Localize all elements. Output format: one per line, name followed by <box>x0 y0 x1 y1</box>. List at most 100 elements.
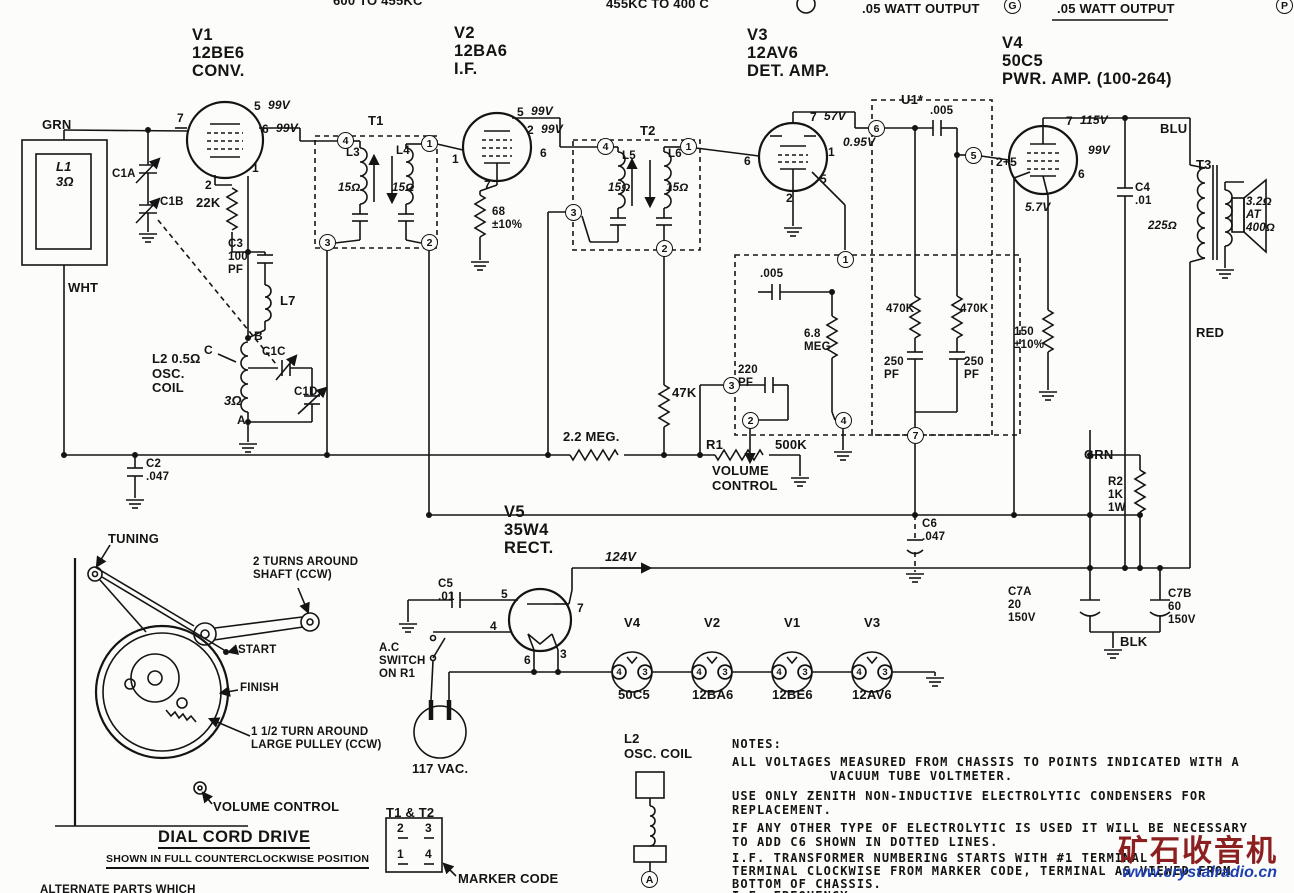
note-voltages-2: VACUUM TUBE VOLTMETER. <box>830 769 1014 783</box>
osc-tap-a-label: A <box>237 413 246 427</box>
t1-winding-b-ohms: 15Ω <box>392 182 415 194</box>
v3-grid-voltage: 0.95V <box>843 135 876 149</box>
v2-title: V2 12BA6 I.F. <box>454 24 508 79</box>
v3-pin7-label: 7 <box>810 110 817 124</box>
heater-name-12ba6: 12BA6 <box>692 687 734 702</box>
l1-label: L1 <box>56 159 72 174</box>
dial-cord-title: DIAL CORD DRIVE <box>158 828 311 850</box>
speaker-impedance-label: 3.2Ω AT 400Ω <box>1246 196 1275 234</box>
socket-v1-pin4: 4 <box>772 665 786 679</box>
t2-winding-b-ohms: 15Ω <box>666 182 689 194</box>
t1-label: T1 <box>368 113 384 128</box>
r470a-label: 470K <box>886 303 915 315</box>
v4-pin7-label: 7 <box>1066 114 1073 128</box>
notes-title: NOTES: <box>732 737 782 751</box>
marker-a-terminal: A <box>641 871 658 888</box>
marker-code-box <box>385 817 457 877</box>
u1-coupling-unit <box>871 99 1010 572</box>
v2-tube <box>461 111 597 260</box>
ac-switch-label: A.C SWITCH ON R1 <box>379 642 426 680</box>
c7a-label: C7A 20 150V <box>1008 586 1036 624</box>
grn-wire-label: GRN <box>42 117 72 132</box>
t2-winding-a-ohms: 15Ω <box>608 182 631 194</box>
t3-primary-ohms: 225Ω <box>1148 220 1177 232</box>
note-voltages-1: ALL VOLTAGES MEASURED FROM CHASSIS TO PO… <box>732 755 1240 769</box>
det-terminal-4: 4 <box>835 412 852 429</box>
alternate-parts-cut-label: ALTERNATE PARTS WHICH <box>40 884 196 893</box>
v5-pin6-label: 6 <box>524 653 531 667</box>
if-range-label: 600 TO 455KC <box>333 0 423 8</box>
output-transformer-speaker <box>1189 164 1267 568</box>
v1-title: V1 12BE6 CONV. <box>192 26 245 81</box>
det-r68meg-label: 6.8 MEG <box>804 328 831 353</box>
det-terminal-3: 3 <box>723 377 740 394</box>
socket-v4-pin3: 3 <box>638 665 652 679</box>
c7b-label: C7B 60 150V <box>1168 588 1196 626</box>
l3-label: L3 <box>346 147 360 159</box>
socket-v2-pin4: 4 <box>692 665 706 679</box>
detector-network <box>699 171 1021 465</box>
socket-v3-pin3: 3 <box>878 665 892 679</box>
v4-pin7-voltage: 115V <box>1080 113 1108 127</box>
start-label: START <box>238 644 277 656</box>
v4-cathode-voltage: 5.7V <box>1025 200 1051 214</box>
marker-terminal-4: 4 <box>425 847 432 861</box>
c250a-label: 250 PF <box>884 356 904 381</box>
socket-v4-pin4: 4 <box>612 665 626 679</box>
c1d-label: C1D <box>294 386 318 398</box>
socket-v2-pin3: 3 <box>718 665 732 679</box>
r2-label: R2 1K 1W <box>1108 476 1126 514</box>
v5-pin3-label: 3 <box>560 647 567 661</box>
osc-tap-b-label: B <box>254 329 263 343</box>
l7-label: L7 <box>280 293 296 308</box>
v2-pin6-label: 6 <box>540 146 547 160</box>
det-terminal-2: 2 <box>742 412 759 429</box>
watermark-url: www.crystalradio.cn <box>1122 864 1278 881</box>
v1-pin1-label: 1 <box>252 161 259 175</box>
heater-name-12av6: 12AV6 <box>852 687 892 702</box>
t1-terminal-1: 1 <box>421 135 438 152</box>
v4-screen-pins-label: 2+5 <box>996 155 1017 169</box>
v2-pin2-voltage: 99V <box>541 122 563 136</box>
u1-terminal-5: 5 <box>965 147 982 164</box>
marker-code-label: MARKER CODE <box>458 871 559 886</box>
t2-transformer <box>547 139 760 455</box>
l2-coil-symbol <box>633 771 667 871</box>
l5-label: L5 <box>622 150 636 162</box>
blk-wire-label: BLK <box>1120 634 1148 649</box>
t1-terminal-4: 4 <box>337 132 354 149</box>
u1-terminal-6: 6 <box>868 120 885 137</box>
v3-pin5-label: 5 <box>820 172 827 186</box>
c1c-label: C1C <box>262 346 286 358</box>
tuning-label: TUNING <box>108 531 160 546</box>
heater-v1-label: V1 <box>784 615 801 630</box>
v1-pin5-voltage: 99V <box>268 98 290 112</box>
v1-pin6-voltage: 99V <box>276 121 298 135</box>
c2-label: C2 .047 <box>146 458 170 483</box>
avc-bus <box>569 448 801 476</box>
v2-pin7-label: 7 <box>484 178 491 192</box>
marker-terminal-1: 1 <box>397 847 404 861</box>
t2-label: T2 <box>640 123 656 138</box>
finish-label: FINISH <box>240 682 279 694</box>
heater-name-50c5: 50C5 <box>618 687 650 702</box>
heater-v3-label: V3 <box>864 615 881 630</box>
v1-tube <box>175 100 337 339</box>
volume-control-label: VOLUME CONTROL <box>712 463 778 493</box>
note-electrolytic-1: USE ONLY ZENITH NON-INDUCTIVE ELECTROLYT… <box>732 789 1207 803</box>
v1-pin5-label: 5 <box>254 99 261 113</box>
heater-v4-label: V4 <box>624 615 641 630</box>
socket-v3-pin4: 4 <box>852 665 866 679</box>
note-if-numbering-1: I.F. TRANSFORMER NUMBERING STARTS WITH #… <box>732 851 1149 865</box>
l4-label: L4 <box>396 145 410 157</box>
v2-pin5-voltage: 99V <box>531 104 553 118</box>
det-c220-label: 220 PF <box>738 364 758 389</box>
osc-3ohm-label: 3Ω <box>224 393 242 408</box>
note-electrolytic-2: REPLACEMENT. <box>732 803 832 817</box>
v2-pin5-label: 5 <box>517 105 524 119</box>
u1-terminal-7: 7 <box>907 427 924 444</box>
c250b-label: 250 PF <box>964 356 984 381</box>
af-range-label: 455KC TO 400 C <box>606 0 709 11</box>
